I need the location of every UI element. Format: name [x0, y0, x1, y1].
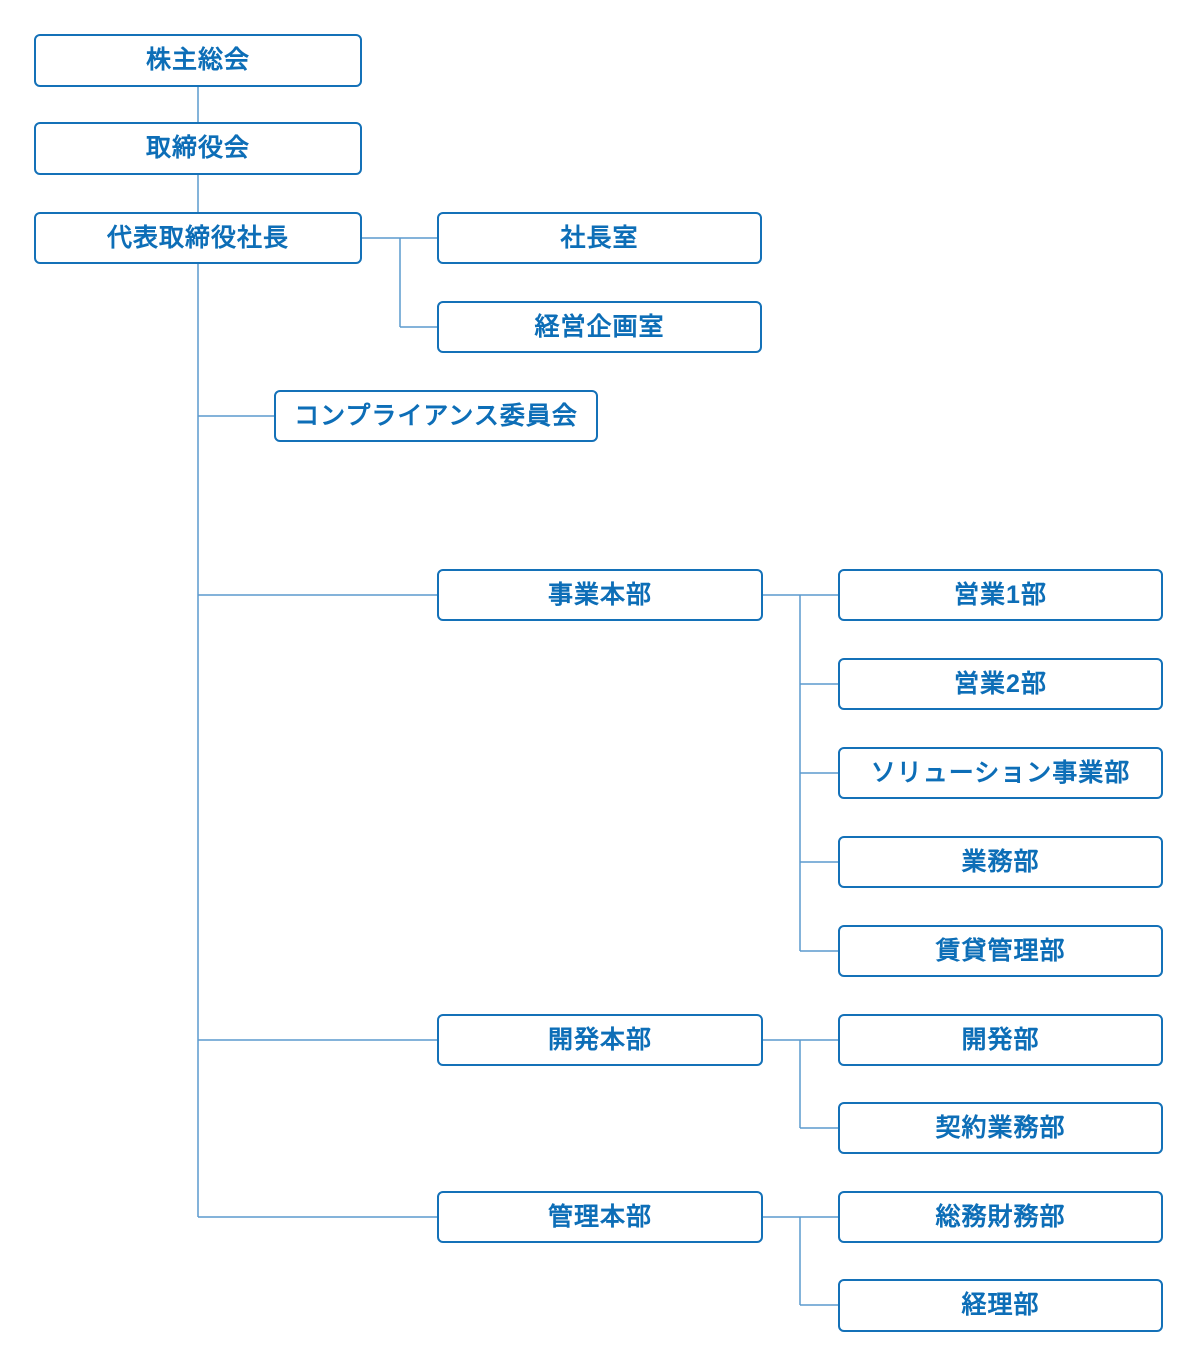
node-solution-business-dept: ソリューション事業部	[838, 747, 1163, 799]
node-label: 営業2部	[954, 669, 1047, 698]
node-operations-dept: 業務部	[838, 836, 1163, 888]
node-corporate-planning: 経営企画室	[437, 301, 762, 353]
node-label: 株主総会	[145, 46, 250, 74]
node-sales-dept-1: 営業1部	[838, 569, 1163, 621]
node-label: 営業1部	[954, 580, 1047, 609]
node-accounting-dept: 経理部	[838, 1279, 1163, 1332]
node-label: 経営企画室	[534, 312, 665, 341]
node-sales-dept-2: 営業2部	[838, 658, 1163, 710]
node-compliance-committee: コンプライアンス委員会	[274, 390, 598, 442]
node-label: 管理本部	[547, 1202, 652, 1231]
node-label: 代表取締役社長	[106, 223, 289, 252]
node-contract-operations-dept: 契約業務部	[838, 1102, 1163, 1154]
node-label: 総務財務部	[935, 1202, 1066, 1231]
node-label: 業務部	[961, 847, 1040, 876]
node-board-of-directors: 取締役会	[34, 122, 362, 175]
node-general-affairs-finance-dept: 総務財務部	[838, 1191, 1163, 1243]
node-president: 代表取締役社長	[34, 212, 362, 264]
node-presidents-office: 社長室	[437, 212, 762, 264]
node-label: 賃貸管理部	[935, 936, 1066, 965]
node-administration-hq: 管理本部	[437, 1191, 763, 1243]
node-label: 取締役会	[145, 134, 250, 162]
node-development-hq: 開発本部	[437, 1014, 763, 1066]
node-shareholders-meeting: 株主総会	[34, 34, 362, 87]
node-label: 事業本部	[547, 580, 652, 609]
node-label: ソリューション事業部	[870, 758, 1131, 787]
node-business-hq: 事業本部	[437, 569, 763, 621]
node-development-dept: 開発部	[838, 1014, 1163, 1066]
node-label: 社長室	[560, 223, 639, 252]
node-rental-management-dept: 賃貸管理部	[838, 925, 1163, 977]
node-label: 契約業務部	[935, 1113, 1066, 1142]
node-label: 経理部	[961, 1291, 1040, 1319]
node-label: 開発部	[961, 1025, 1040, 1054]
node-label: 開発本部	[547, 1025, 652, 1054]
node-label: コンプライアンス委員会	[294, 401, 578, 430]
